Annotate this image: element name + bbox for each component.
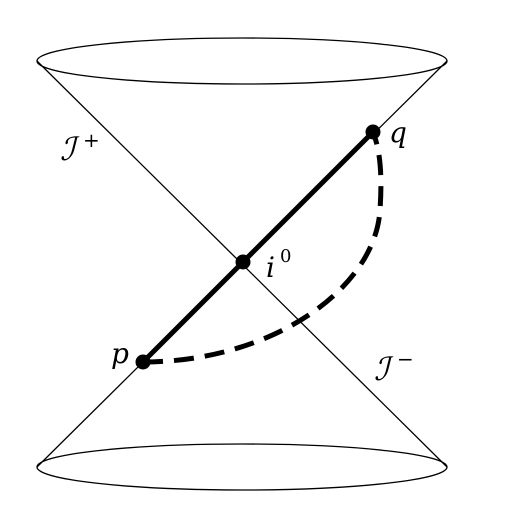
label-scri-plus-sup: +: [83, 128, 100, 152]
label-i0-sup: 0: [280, 246, 291, 267]
label-p: p: [111, 337, 129, 370]
dashed-curve-p-q: [142, 131, 384, 365]
top-cone-rim: [36, 37, 448, 85]
label-scri-plus-base: ℐ: [60, 130, 80, 168]
label-scri-minus-sup: −: [397, 347, 414, 371]
label-i0-base: i: [266, 251, 275, 284]
point-p: [135, 354, 151, 370]
bottom-cone-rim: [36, 443, 448, 491]
point-i0: [235, 254, 251, 270]
label-q: q: [389, 116, 407, 149]
point-q: [365, 124, 381, 140]
label-scri-minus-base: ℐ: [374, 350, 394, 388]
geodesic-p-q: [140, 129, 376, 365]
